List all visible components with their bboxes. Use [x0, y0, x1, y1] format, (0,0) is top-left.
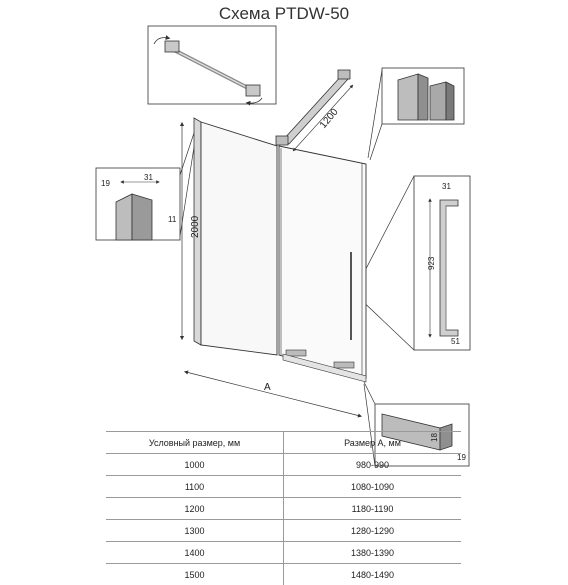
table-cell: 1400 [106, 542, 284, 564]
table-row: 1300 1280-1290 [106, 520, 461, 542]
table-header-size-a: Размер А, мм [284, 432, 462, 454]
table-cell: 980-990 [284, 454, 462, 476]
table-cell: 1500 [106, 564, 284, 585]
profile-depth-label: 19 [101, 179, 110, 188]
table-cell: 1080-1090 [284, 476, 462, 498]
table-cell: 1280-1290 [284, 520, 462, 542]
handle-length-label: 923 [427, 256, 436, 270]
table-header-nominal: Условный размер, мм [106, 432, 284, 454]
stabilizer-bar-callout [148, 26, 276, 104]
size-table: Условный размер, мм Размер А, мм 1000 98… [106, 431, 461, 585]
table-row: 1400 1380-1390 [106, 542, 461, 564]
side-profile-callout: 31 19 11 [96, 168, 180, 240]
profile-width-label: 31 [144, 173, 153, 182]
table-cell: 1300 [106, 520, 284, 542]
table-row: 1100 1080-1090 [106, 476, 461, 498]
table-cell: 1180-1190 [284, 498, 462, 520]
table-row: 1000 980-990 [106, 454, 461, 476]
shower-door [194, 70, 366, 382]
handle-callout: 31 923 51 [414, 176, 470, 350]
handle-bottom-label: 51 [451, 337, 460, 346]
table-cell: 1380-1390 [284, 542, 462, 564]
table-cell: 1200 [106, 498, 284, 520]
table-row: 1200 1180-1190 [106, 498, 461, 520]
table-cell: 1100 [106, 476, 284, 498]
width-dimension-label: A [264, 382, 271, 393]
wall-profile-callout [382, 68, 464, 124]
bracket-length-label: 1200 [318, 106, 341, 130]
table-cell: 1000 [106, 454, 284, 476]
handle-top-label: 31 [442, 182, 451, 191]
height-dimension-label: 2000 [190, 215, 201, 238]
table-row: 1500 1480-1490 [106, 564, 461, 585]
profile-gap-label: 11 [168, 215, 177, 224]
table-header-row: Условный размер, мм Размер А, мм [106, 432, 461, 454]
table-cell: 1480-1490 [284, 564, 462, 585]
